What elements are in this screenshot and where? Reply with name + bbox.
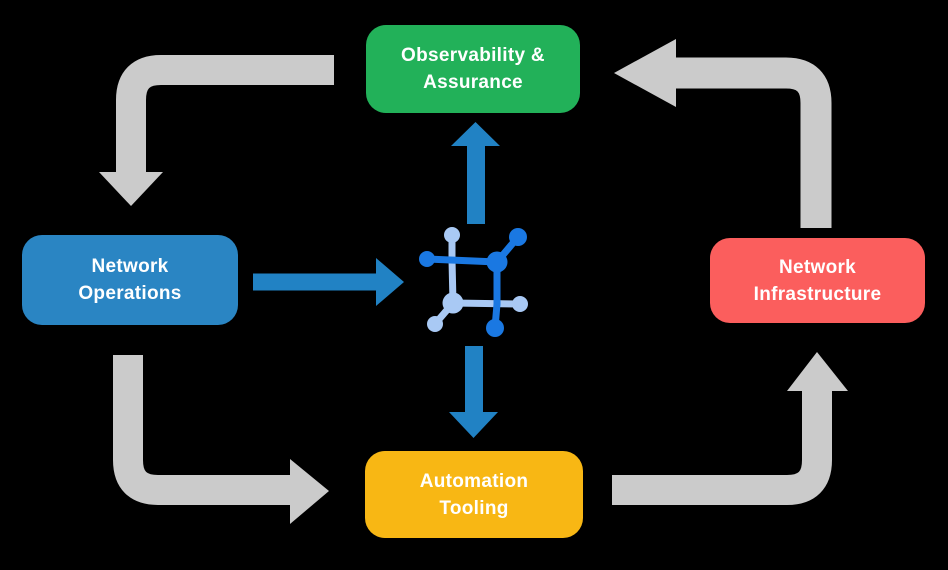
network-mesh-light-strands bbox=[427, 227, 528, 332]
network-mesh-dark-strands bbox=[419, 228, 527, 337]
cycle-arrow-observability-to-operations bbox=[99, 55, 334, 206]
cycle-arrow-infrastructure-to-observability bbox=[614, 39, 832, 228]
node-label-line2: Infrastructure bbox=[753, 283, 882, 305]
node-label-line1: Observability & bbox=[401, 45, 545, 66]
cycle-arrow-operations-to-automation bbox=[113, 355, 329, 524]
node-automation-tooling: Automation Tooling bbox=[365, 451, 583, 538]
cycle-arrow-automation-to-infrastructure bbox=[612, 352, 848, 505]
node-label-line1: Automation bbox=[419, 470, 529, 492]
node-label-line2: Assurance bbox=[423, 72, 523, 93]
node-label-line1: Network bbox=[778, 256, 857, 278]
flow-arrow-center-to-automation bbox=[449, 346, 498, 438]
node-observability-assurance: Observability & Assurance bbox=[366, 25, 580, 113]
flow-arrow-operations-to-center bbox=[253, 258, 404, 306]
network-mesh-icon bbox=[419, 227, 528, 337]
node-network-operations: Network Operations bbox=[22, 235, 238, 325]
node-label-line1: Network bbox=[91, 256, 169, 277]
node-network-infrastructure: Network Infrastructure bbox=[710, 238, 925, 323]
node-label-line2: Tooling bbox=[439, 497, 509, 519]
flow-arrow-center-to-observability bbox=[451, 122, 500, 224]
node-label-line2: Operations bbox=[78, 283, 182, 304]
